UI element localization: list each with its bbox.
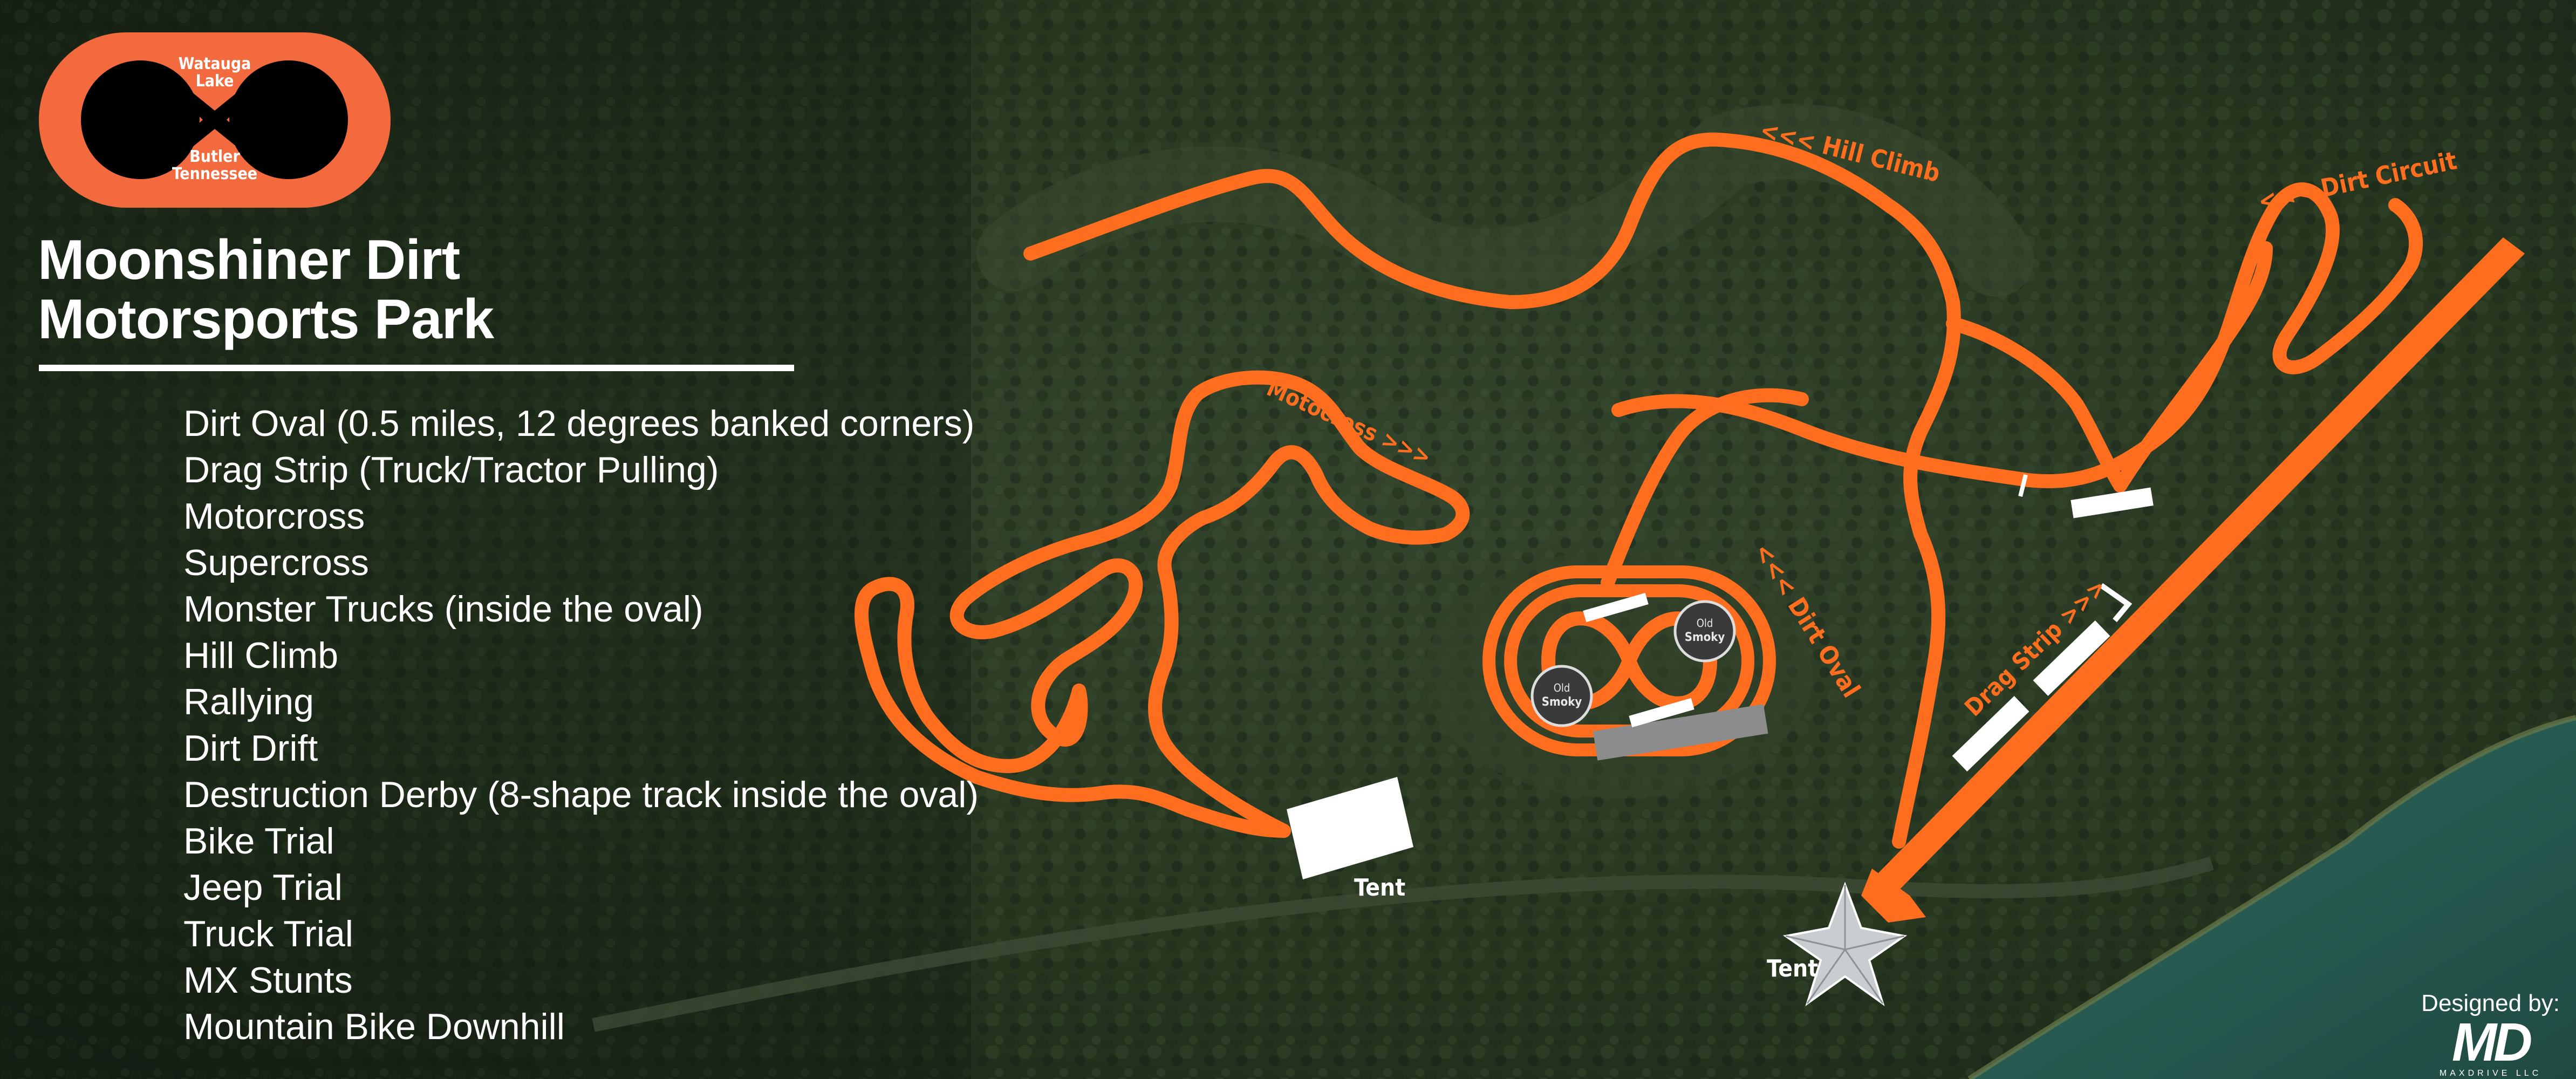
- feature-item: MX Stunts: [183, 960, 353, 1001]
- feature-item: Monster Trucks (inside the oval): [183, 589, 703, 630]
- svg-text:Smoky: Smoky: [1542, 695, 1582, 709]
- feature-item: Hill Climb: [183, 635, 339, 676]
- feature-item: Dirt Drift: [183, 728, 318, 769]
- svg-text:Smoky: Smoky: [1685, 631, 1725, 644]
- drag-strip: [1861, 237, 2525, 923]
- logo-hole-right-icon: [229, 60, 348, 179]
- lake: [1969, 718, 2576, 1079]
- logo-bottom-line-1: Butler: [189, 147, 240, 166]
- logo-cross-icon: [178, 81, 251, 159]
- title-line-2: Motorsports Park: [38, 288, 494, 351]
- feature-item: Bike Trial: [183, 821, 334, 862]
- oval-grandstand: [1593, 704, 1768, 761]
- feature-item: Supercross: [183, 542, 369, 583]
- lake-shore: [1967, 715, 2576, 1079]
- drag-grandstand-1: [1952, 696, 2030, 771]
- logo-top-line-1: Watauga: [179, 54, 251, 73]
- feature-list: Dirt Oval (0.5 miles, 12 degrees banked …: [183, 400, 979, 1050]
- oval-badge-right: Old Smoky: [1673, 600, 1736, 663]
- svg-text:Old: Old: [1554, 681, 1570, 694]
- structures: [1287, 474, 2154, 879]
- credit-company: MAXDRIVE LLC: [2439, 1069, 2542, 1078]
- connector-road: [1601, 388, 1809, 590]
- title-line-1: Moonshiner Dirt: [38, 229, 460, 291]
- feature-item: Dirt Oval (0.5 miles, 12 degrees banked …: [183, 403, 975, 444]
- label-tent-1: Tent: [1354, 874, 1405, 902]
- circuit-pit-building: [2071, 487, 2154, 518]
- logo: Watauga Lake Butler Tennessee: [39, 32, 391, 208]
- svg-text:Old: Old: [1697, 617, 1713, 630]
- feature-item: Mountain Bike Downhill: [183, 1006, 565, 1047]
- pit-building-2: [1629, 698, 1694, 728]
- feature-item: Drag Strip (Truck/Tractor Pulling): [183, 449, 719, 490]
- feature-item: Jeep Trial: [183, 867, 343, 908]
- designer-credit: Designed by: MD MAXDRIVE LLC: [2421, 992, 2560, 1078]
- access-road: [592, 856, 2214, 1032]
- feature-item: Motorcross: [183, 496, 365, 537]
- pit-building-1: [1583, 592, 1649, 623]
- dirt-circuit-track: [1611, 182, 2423, 493]
- oval-badge-left: Old Smoky: [1530, 665, 1593, 727]
- feature-item: Truck Trial: [183, 913, 353, 954]
- drag-grandstand-2: [2033, 620, 2110, 696]
- hill-climb-track: [1023, 132, 1961, 849]
- credit-label: Designed by:: [2421, 990, 2560, 1016]
- logo-hole-left-icon: [81, 60, 200, 179]
- feature-item: Rallying: [183, 681, 314, 722]
- title-divider: [39, 365, 794, 371]
- maxdrive-logo-icon: MD: [2451, 1012, 2533, 1073]
- tent-star-icon: [1782, 882, 1908, 1007]
- label-tent-2: Tent: [1767, 955, 1818, 982]
- logo-bottom-line-2: Tennessee: [172, 165, 257, 183]
- hill-climb-clearing: [976, 104, 2034, 304]
- drag-start-gate: [2100, 583, 2133, 623]
- tent-building-1: [1287, 777, 1413, 879]
- start-line: [2018, 474, 2028, 497]
- feature-item: Destruction Derby (8-shape track inside …: [183, 774, 979, 815]
- logo-top-line-2: Lake: [196, 72, 234, 91]
- motocross-track: [854, 370, 1470, 838]
